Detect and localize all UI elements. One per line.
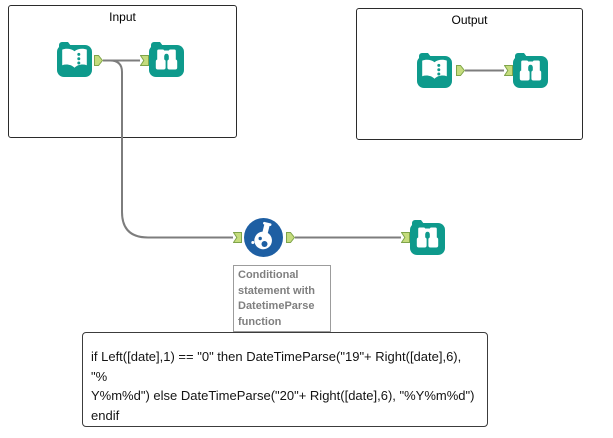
tool-input-data-2[interactable] (417, 53, 452, 88)
annotation-line: Conditional (238, 269, 299, 281)
tool-formula[interactable] (244, 218, 283, 257)
tool-browse-1[interactable] (149, 42, 184, 77)
input-anchor-browse-1[interactable] (140, 55, 149, 66)
annotation-line: DatetimeParse (238, 300, 315, 312)
formula-expression-line: endif (91, 407, 120, 423)
tool-input-data-1[interactable] (57, 42, 92, 77)
formula-flask-icon (244, 218, 283, 257)
container-output-label: Output (451, 13, 488, 27)
output-anchor-input-data-1[interactable] (94, 55, 103, 66)
browse-icon (513, 53, 548, 88)
connection-input-to-formula[interactable] (103, 59, 233, 239)
input-data-icon (57, 42, 92, 77)
formula-expression-box[interactable]: if Left([date],1) == "0" then DateTimePa… (82, 332, 488, 427)
annotation-line: statement with (238, 284, 316, 297)
formula-expression-line: if Left([date],1) == "0" then DateTimePa… (91, 349, 462, 384)
browse-icon (149, 42, 184, 77)
tool-browse-2[interactable] (513, 53, 548, 88)
input-anchor-formula[interactable] (233, 232, 242, 243)
browse-icon (410, 220, 445, 255)
input-data-icon (417, 53, 452, 88)
input-anchor-browse-3[interactable] (401, 232, 410, 243)
output-anchor-input-data-2[interactable] (456, 65, 465, 76)
formula-expression-line: Y%m%d") else DateTimeParse("20"+ Right([… (91, 388, 475, 403)
output-anchor-formula[interactable] (286, 232, 295, 243)
formula-annotation[interactable]: Conditional statement with DatetimeParse… (233, 265, 331, 332)
annotation-line: function (238, 315, 282, 328)
tool-browse-3[interactable] (410, 220, 445, 255)
container-output[interactable]: Output (356, 8, 583, 140)
input-anchor-browse-2[interactable] (504, 65, 513, 76)
container-input-label: Input (109, 10, 136, 24)
